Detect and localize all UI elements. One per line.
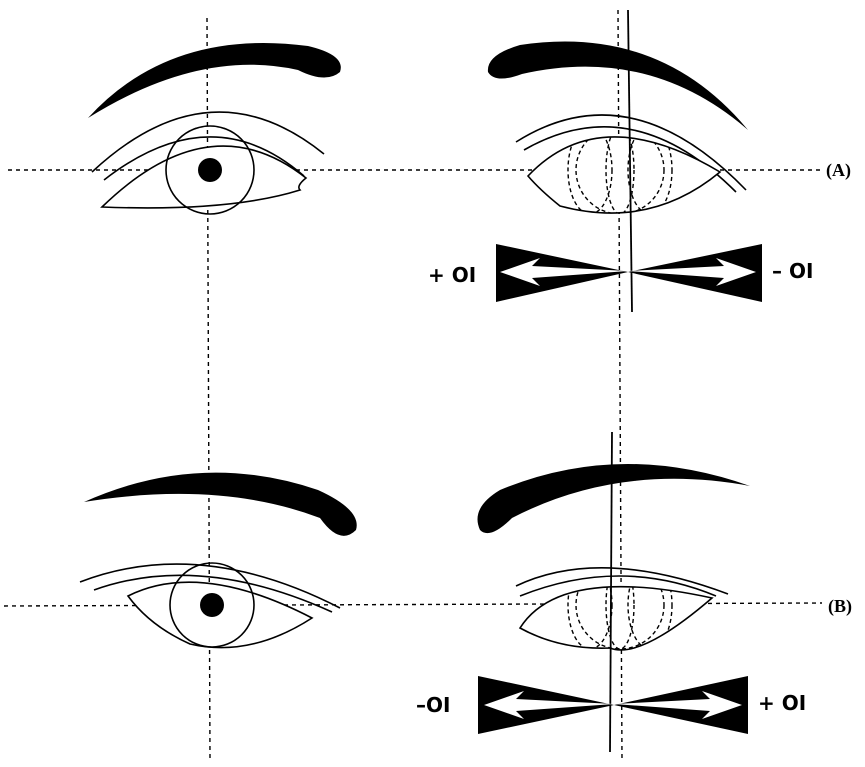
right-eyebrow-b — [478, 464, 751, 533]
rotation-indicator-a — [496, 244, 762, 302]
vertical-guide-line-left — [207, 18, 210, 760]
panel-a: + OI – OI (A) — [8, 10, 851, 760]
panel-label-b: (B) — [828, 596, 852, 617]
left-pupil-b — [200, 593, 224, 617]
left-sign-label-a: + OI — [428, 263, 476, 287]
panel-label-a: (A) — [826, 160, 851, 181]
right-sign-label-b: + OI — [758, 691, 806, 715]
left-eyebrow-b — [84, 473, 357, 536]
rotation-indicator-b — [478, 676, 748, 734]
left-eye-outline-b — [128, 582, 312, 647]
right-eye-outline-a — [528, 137, 720, 213]
left-sign-label-b: –OI — [416, 693, 450, 717]
right-eye-outline-b — [520, 587, 712, 650]
left-eyebrow-a — [88, 43, 341, 118]
left-pupil-a — [198, 158, 222, 182]
panel-b: –OI + OI (B) — [4, 432, 852, 752]
right-sign-label-a: – OI — [772, 259, 813, 283]
